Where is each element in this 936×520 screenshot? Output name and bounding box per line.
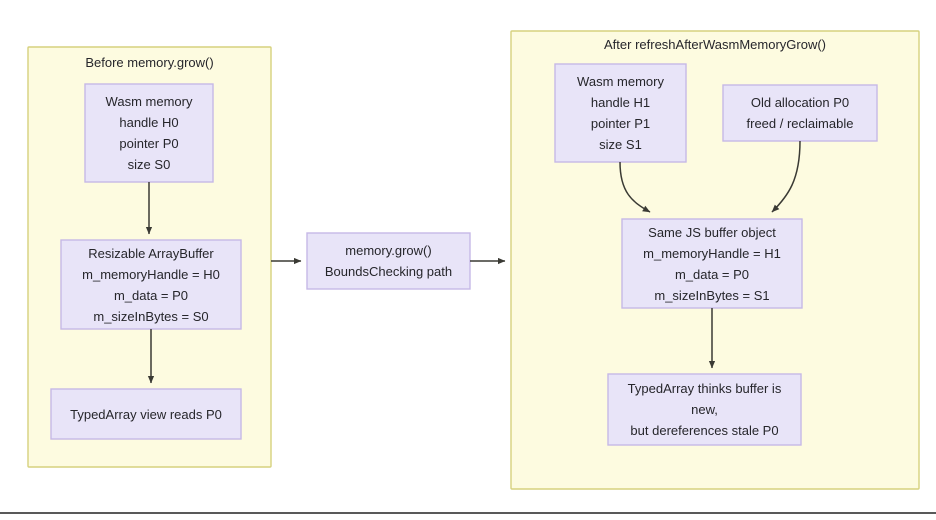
node-old-allocation-rect bbox=[722, 84, 878, 142]
node-typedarray-reads[interactable]: TypedArray view reads P0 bbox=[51, 389, 241, 439]
node-resizable-arraybuffer-label: Resizable ArrayBuffer m_memoryHandle = H… bbox=[82, 245, 220, 324]
node-typedarray-stale-rect bbox=[607, 373, 802, 446]
node-typedarray-stale[interactable]: TypedArray thinks buffer is new, but der… bbox=[608, 374, 801, 445]
node-memory-grow-path[interactable]: memory.grow() BoundsChecking path bbox=[307, 233, 470, 289]
node-typedarray-reads-label: TypedArray view reads P0 bbox=[70, 406, 222, 422]
node-memory-grow-path-label: memory.grow() BoundsChecking path bbox=[324, 243, 453, 279]
node-same-js-buffer-label: Same JS buffer object m_memoryHandle = H… bbox=[643, 224, 781, 303]
node-old-allocation[interactable]: Old allocation P0 freed / reclaimable bbox=[723, 85, 877, 141]
node-wasm-memory-after[interactable]: Wasm memory handle H1 pointer P1 size S1 bbox=[555, 64, 686, 162]
edge-old-allocation-to-same-buffer bbox=[771, 140, 801, 213]
node-wasm-memory-after-label: Wasm memory handle H1 pointer P1 size S1 bbox=[577, 74, 664, 152]
node-same-js-buffer-rect bbox=[621, 218, 803, 309]
node-old-allocation-label: Old allocation P0 freed / reclaimable bbox=[746, 95, 854, 131]
node-wasm-memory-after-rect bbox=[554, 63, 687, 163]
edge-wasm-memory-after-to-same-buffer bbox=[619, 161, 651, 213]
node-typedarray-reads-rect bbox=[50, 388, 242, 440]
node-wasm-memory-before[interactable]: Wasm memory handle H0 pointer P0 size S0 bbox=[85, 84, 213, 182]
node-wasm-memory-before-label: Wasm memory handle H0 pointer P0 size S0 bbox=[105, 94, 193, 172]
node-resizable-arraybuffer-rect bbox=[60, 239, 242, 330]
node-typedarray-stale-label: TypedArray thinks buffer is new, but der… bbox=[627, 381, 782, 438]
node-same-js-buffer[interactable]: Same JS buffer object m_memoryHandle = H… bbox=[622, 219, 802, 308]
node-memory-grow-path-rect bbox=[306, 232, 471, 290]
node-resizable-arraybuffer[interactable]: Resizable ArrayBuffer m_memoryHandle = H… bbox=[61, 240, 241, 329]
